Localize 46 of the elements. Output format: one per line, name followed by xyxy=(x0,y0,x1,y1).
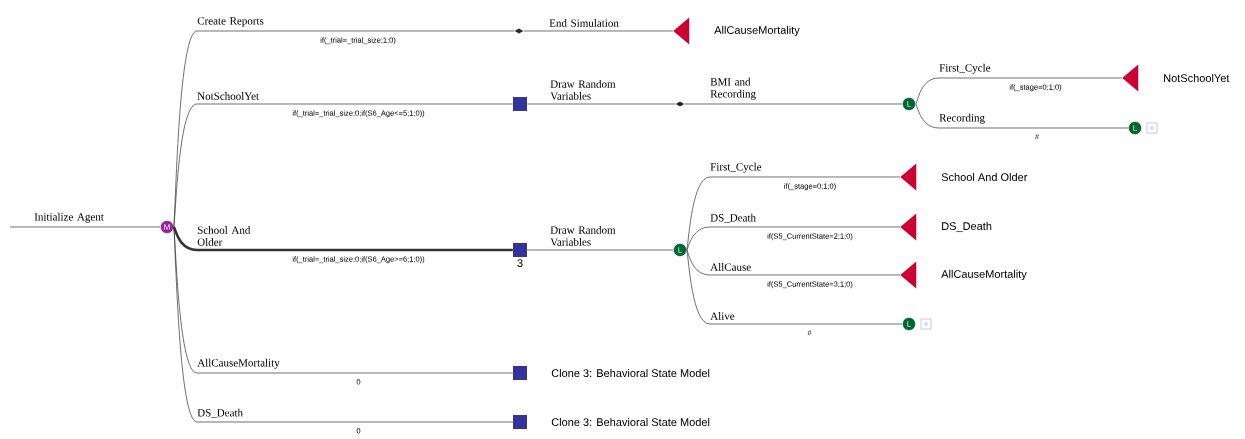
branch-name: Draw Random Variables xyxy=(550,226,616,246)
branch-line xyxy=(523,30,674,32)
node-caption: Clone 3: Behavioral State Model xyxy=(551,368,710,378)
branch-line xyxy=(172,226,513,252)
node-caption: AllCauseMortality xyxy=(941,269,1027,281)
branch-name: Alive xyxy=(710,312,735,320)
branch-name: DS_Death xyxy=(197,408,243,418)
branch-line xyxy=(526,249,674,251)
branch-name: Initialize Agent xyxy=(34,212,104,223)
node-caption: Clone 3: Behavioral State Model xyxy=(551,417,710,427)
branch-name: Recording xyxy=(939,113,985,124)
branch-name: NotSchoolYet xyxy=(197,92,259,100)
node-caption: AllCauseMortality xyxy=(714,25,800,37)
branch-line xyxy=(9,226,161,228)
markov-node: M xyxy=(160,220,174,234)
branch-line xyxy=(686,249,903,325)
branch-line xyxy=(173,226,514,423)
branch-line xyxy=(686,226,901,251)
branch-name: First_Cycle xyxy=(710,162,762,173)
node-caption: DS_Death xyxy=(942,221,992,233)
logic-node: L xyxy=(1128,121,1142,135)
branch-line xyxy=(173,226,514,374)
branch-name: DS_Death xyxy=(710,213,756,223)
tunnel-node xyxy=(514,28,524,34)
branch-name: Draw Random Variables xyxy=(550,80,616,100)
branch-name: First_Cycle xyxy=(939,63,991,74)
branch-name: End Simulation xyxy=(549,19,619,27)
branch-line xyxy=(686,176,901,251)
chance-node xyxy=(513,97,527,111)
node-caption: 3 xyxy=(517,259,523,267)
tunnel-node xyxy=(675,101,685,107)
node-caption: NotSchoolYet xyxy=(1164,73,1230,83)
node-caption: School And Older xyxy=(941,172,1028,182)
branch-name: AllCause xyxy=(710,263,751,271)
branch-line xyxy=(684,103,903,105)
logic-node: L xyxy=(902,97,916,111)
logic-node: L xyxy=(902,317,916,331)
branch-line xyxy=(173,103,514,228)
logic-node: L xyxy=(673,243,687,257)
branch-name: Create Reports xyxy=(197,17,264,27)
branch-line xyxy=(526,103,676,105)
branch-name: School And Older xyxy=(197,226,251,246)
branch-name: AllCauseMortality xyxy=(197,358,280,369)
branch-line xyxy=(915,77,1123,105)
branch-line xyxy=(915,103,1129,129)
branch-name: BMI and Recording xyxy=(710,77,756,100)
